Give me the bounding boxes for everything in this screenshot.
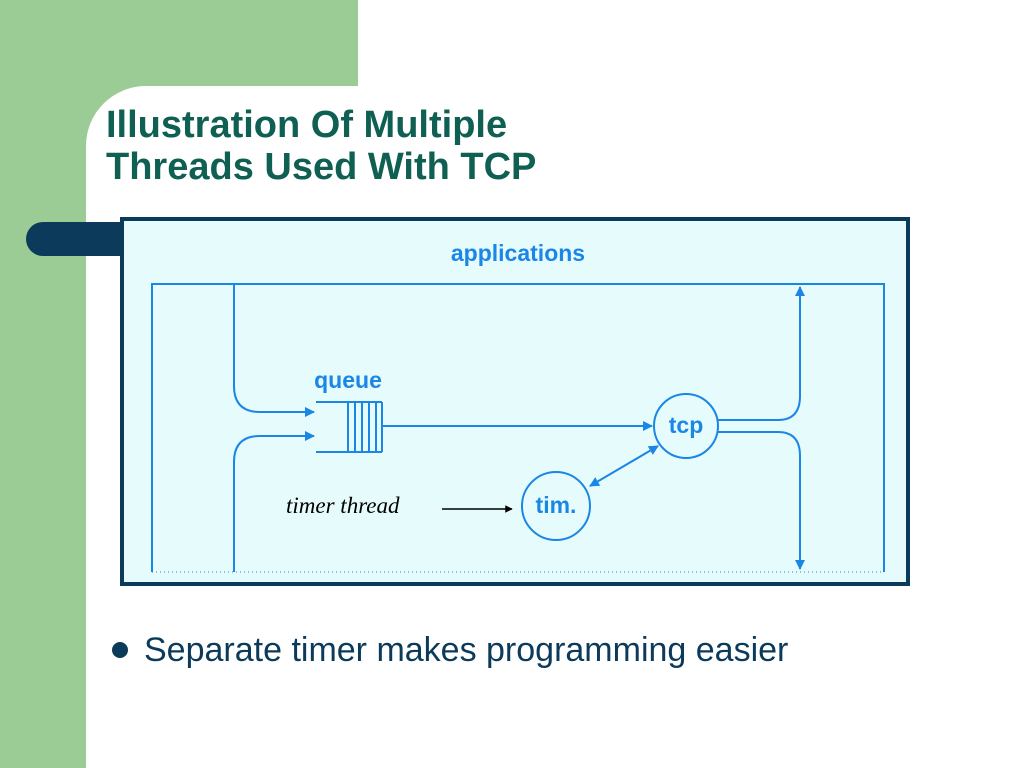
tcp-label: tcp: [669, 412, 704, 438]
timer-thread-label: timer thread: [286, 493, 400, 518]
tcp-node: [653, 393, 719, 459]
input-path-lower: [233, 431, 315, 572]
bullet-text: Separate timer makes programming easier: [144, 630, 789, 669]
tcp-up-path: [718, 286, 805, 421]
timer-node: [521, 471, 591, 541]
green-side-band: [0, 0, 86, 768]
bullet-dot-icon: [112, 642, 128, 658]
slide-title-line-1: Illustration Of Multiple: [106, 104, 508, 146]
slide-title: Illustration Of Multiple Threads Used Wi…: [106, 104, 706, 188]
tcp-timer-arrow: [589, 445, 659, 487]
input-path-upper: [233, 284, 315, 417]
timer-node-label: tim.: [536, 492, 577, 518]
tcp-down-path: [718, 431, 805, 570]
applications-boundary: [151, 283, 885, 572]
diagram-frame: [120, 217, 910, 586]
slide-title-line-2: Threads Used With TCP: [106, 146, 537, 188]
bullet-item: Separate timer makes programming easier: [112, 628, 788, 672]
queue-label: queue: [314, 367, 382, 393]
queue-buffer: [316, 401, 383, 453]
applications-label: applications: [451, 240, 585, 266]
